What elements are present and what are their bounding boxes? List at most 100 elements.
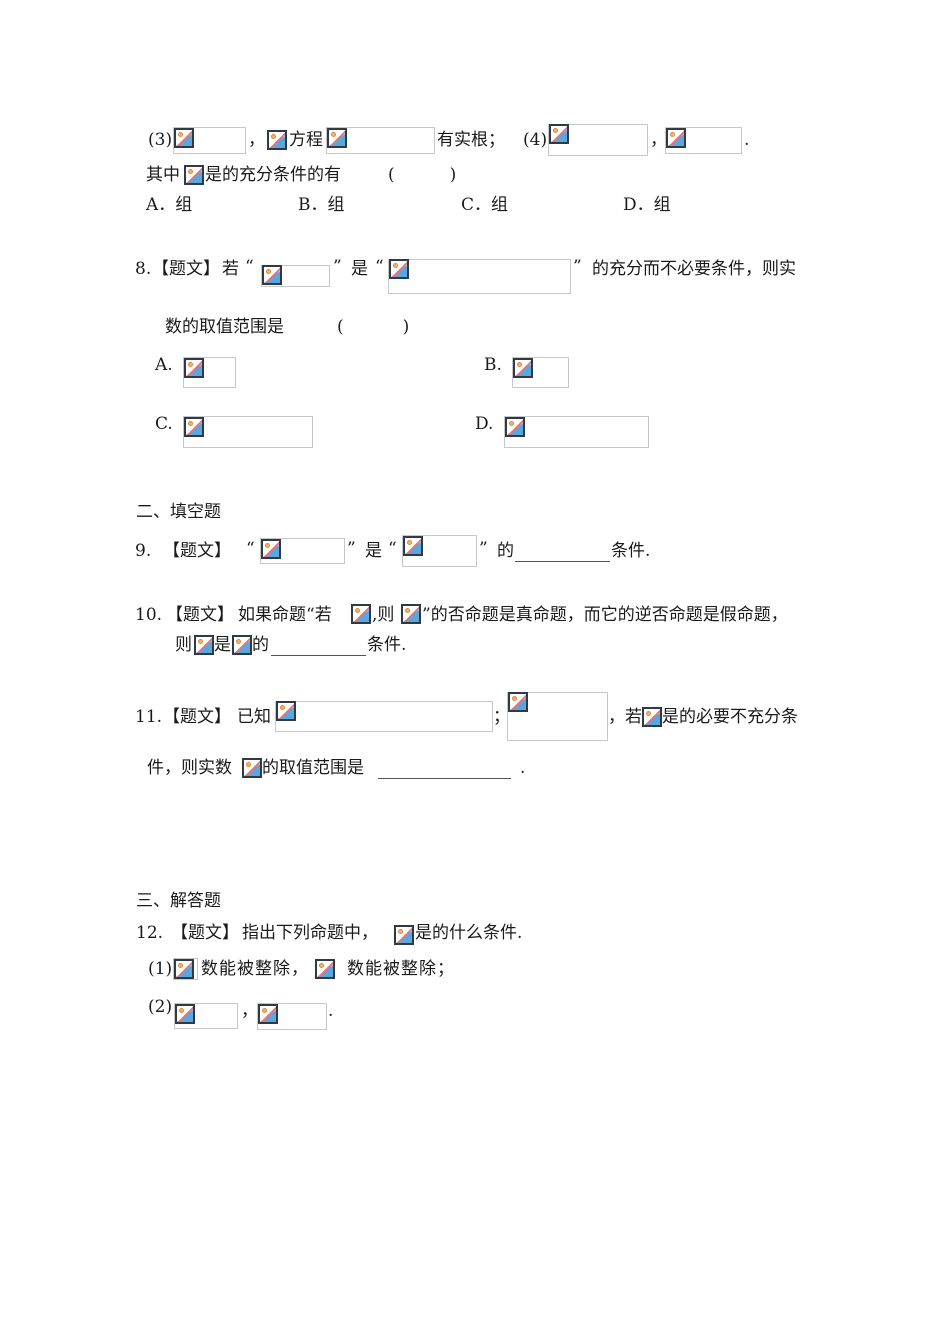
question-text: 数能被整除， xyxy=(201,959,309,979)
broken-image-icon xyxy=(642,707,662,727)
option-c[interactable]: C．组 xyxy=(461,195,509,215)
broken-image-icon xyxy=(666,128,686,148)
text-ruo: 若 xyxy=(222,259,239,279)
question-tag: 【题文】 xyxy=(152,259,220,279)
question-text: 是 xyxy=(214,635,231,655)
broken-image-icon xyxy=(505,417,525,437)
answer-blank[interactable] xyxy=(515,543,610,562)
broken-image-icon xyxy=(267,130,287,150)
question-text: ，若 xyxy=(608,707,642,727)
text-de: 的 xyxy=(497,541,514,561)
open-quote: “ xyxy=(245,257,254,277)
broken-image-icon xyxy=(232,635,252,655)
broken-image-icon xyxy=(327,128,347,148)
option-b[interactable]: B．组 xyxy=(298,195,345,215)
broken-image-icon xyxy=(261,539,281,559)
comma: ， xyxy=(650,130,667,150)
close-quote: ” xyxy=(479,539,488,559)
part3-label: (3) xyxy=(148,130,173,150)
question-number: 9. xyxy=(135,541,152,561)
broken-image-icon xyxy=(508,692,528,712)
question-text: ”的否命题是真命题，而它的逆否命题是假命题， xyxy=(422,605,788,625)
equation-label: 方程 xyxy=(289,130,323,150)
open-quote: “ xyxy=(375,257,384,277)
question-text: 数的取值范围是 xyxy=(165,317,284,337)
question-text: 则 xyxy=(175,635,192,655)
question-tag: 【题文】 xyxy=(163,541,231,561)
option-b-label[interactable]: B. xyxy=(484,355,502,375)
broken-image-icon xyxy=(242,758,262,778)
broken-image-icon xyxy=(513,358,533,378)
broken-image-icon xyxy=(175,1004,195,1024)
question-number: 12. xyxy=(136,923,164,943)
close-quote: ” xyxy=(333,257,342,277)
sub-label: (2) xyxy=(148,997,173,1017)
question-text: 指出下列命题中， xyxy=(242,923,378,943)
option-a-label[interactable]: A. xyxy=(155,355,173,375)
condition-prefix: 其中 xyxy=(146,165,180,185)
broken-image-icon xyxy=(184,417,204,437)
broken-image-icon xyxy=(549,124,569,144)
broken-image-icon xyxy=(194,635,214,655)
broken-image-icon xyxy=(262,265,282,285)
close-quote: ” xyxy=(347,539,356,559)
question-number: 10. xyxy=(135,605,163,625)
period: . xyxy=(328,1001,334,1021)
option-a-image[interactable] xyxy=(183,357,236,388)
question-text: 的取值范围是 xyxy=(262,758,364,778)
broken-image-icon xyxy=(401,604,421,624)
question-number: 8. xyxy=(135,259,152,279)
open-quote: “ xyxy=(246,539,255,559)
period: . xyxy=(520,758,526,778)
comma: ， xyxy=(248,130,265,150)
question-text: 是的必要不充分条 xyxy=(662,707,798,727)
option-d-image[interactable] xyxy=(504,416,649,448)
question-number: 11. xyxy=(135,707,163,727)
broken-image-icon xyxy=(184,358,204,378)
question-tag: 【题文】 xyxy=(166,605,234,625)
broken-image-icon xyxy=(389,259,409,279)
broken-image-icon xyxy=(351,604,371,624)
formula-image-box xyxy=(388,259,571,294)
question-text: 数能被整除； xyxy=(347,959,455,979)
answer-paren: ( ) xyxy=(337,317,412,337)
open-quote: “ xyxy=(388,539,397,559)
option-a[interactable]: A．组 xyxy=(146,195,193,215)
broken-image-icon xyxy=(394,925,414,945)
question-tag: 【题文】 xyxy=(171,923,239,943)
question-text: 条件. xyxy=(367,635,407,655)
section-title: 三、解答题 xyxy=(136,891,221,911)
question-text: 的充分而不必要条件，则实 xyxy=(592,259,796,279)
question-text: 条件. xyxy=(611,541,651,561)
option-d-label[interactable]: D. xyxy=(475,414,494,434)
question-text: ,则 xyxy=(372,605,395,625)
has-real-root-text: 有实根； xyxy=(437,130,505,150)
option-d[interactable]: D．组 xyxy=(623,195,671,215)
answer-blank[interactable] xyxy=(271,637,366,656)
comma: ， xyxy=(241,1001,258,1021)
broken-image-icon xyxy=(315,959,335,979)
broken-image-icon xyxy=(258,1004,278,1024)
question-text: 是的什么条件. xyxy=(415,923,523,943)
question-text: 的 xyxy=(252,635,269,655)
text-shi: 是 xyxy=(365,541,382,561)
question-text: 件，则实数 xyxy=(147,758,232,778)
broken-image-icon xyxy=(174,128,194,148)
section-title: 二、填空题 xyxy=(136,502,221,522)
question-tag: 【题文】 xyxy=(163,707,231,727)
broken-image-icon xyxy=(276,701,296,721)
semicolon: ； xyxy=(493,707,510,727)
question-text: 如果命题“若 xyxy=(238,605,332,625)
text-shi: 是 xyxy=(351,259,368,279)
broken-image-icon xyxy=(184,165,204,185)
option-c-image[interactable] xyxy=(183,416,313,448)
option-c-label[interactable]: C. xyxy=(155,414,173,434)
broken-image-icon xyxy=(403,536,423,556)
sub-label: (1) xyxy=(148,959,173,979)
answer-blank[interactable] xyxy=(378,760,511,779)
condition-suffix: 是的充分条件的有 xyxy=(205,165,341,185)
period: . xyxy=(744,130,750,150)
question-text: 已知 xyxy=(237,707,271,727)
close-quote: ” xyxy=(573,257,582,277)
formula-image-box xyxy=(275,701,493,732)
